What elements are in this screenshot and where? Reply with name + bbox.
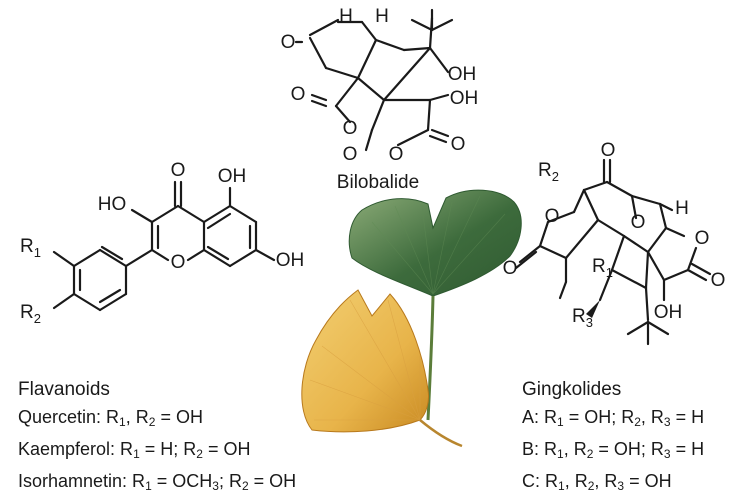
bilobalide-atom-h2: O	[343, 144, 358, 165]
bilobalide-atom-o4: O	[389, 144, 404, 165]
ginkgolide-legend-row: C: R1, R2, R3 = OH	[522, 471, 672, 493]
ginkgolide-structure: R2 O H O O O O O R1 R3 OH	[503, 140, 726, 346]
ginkgolide-atom-r3: R3	[572, 306, 593, 330]
flavonoid-atom-o-ketone: O	[171, 160, 186, 181]
ginkgolide-legend-title: Gingkolides	[522, 379, 622, 400]
flavonoid-atom-oh7: OH	[276, 250, 305, 271]
ginkgolide-atom-o-left: O	[503, 258, 518, 279]
bilobalide-atom-o2: O	[291, 84, 306, 105]
bilobalide-atom-h1: H	[375, 6, 389, 27]
ginkgolide-atom-o-c: O	[695, 228, 710, 249]
bilobalide-atom-oh1: OH	[448, 64, 477, 85]
ginkgolide-atom-o-right: O	[711, 270, 726, 291]
bilobalide-atom-o3: O	[343, 118, 358, 139]
bilobalide-caption: Bilobalide	[337, 172, 419, 193]
flavonoid-atom-oh5: OH	[218, 166, 247, 187]
flavonoid-atom-r2: R2	[20, 302, 41, 326]
ginkgolide-atom-h: H	[675, 198, 689, 219]
ginkgolide-wedge-bond	[586, 300, 600, 318]
yellow-ginkgo-leaf	[301, 289, 429, 433]
ginkgolide-legend: Gingkolides A: R1 = OH; R2, R3 = H B: R1…	[522, 376, 704, 500]
bilobalide-atom-h-top: H	[339, 6, 353, 27]
ginkgo-leaves-illustration	[301, 189, 522, 448]
flavonoid-legend: Flavanoids Quercetin: R1, R2 = OH Kaempf…	[18, 376, 296, 500]
bilobalide-atom-o-ketone: O	[281, 32, 296, 53]
ginkgolide-atom-r1: R1	[592, 256, 613, 280]
ginkgolide-legend-row: A: R1 = OH; R2, R3 = H	[522, 407, 705, 429]
flavonoid-legend-title: Flavanoids	[18, 379, 110, 400]
flavonoid-legend-row: Quercetin: R1, R2 = OH	[18, 407, 203, 429]
flavonoid-atom-r1: R1	[20, 236, 41, 260]
ginkgolide-atom-o-a: O	[545, 206, 560, 227]
ginkgolide-legend-row: B: R1, R2 = OH; R3 = H	[522, 439, 705, 461]
flavonoid-structure: O OH HO O OH R1 R2	[20, 160, 304, 326]
green-ginkgo-leaf	[348, 189, 522, 297]
bilobalide-atom-oh2: OH	[450, 88, 479, 109]
bilobalide-structure: O H H OH OH O O O O O Bilobalide	[281, 6, 479, 193]
ginkgolide-atom-r2: R2	[538, 160, 559, 184]
bilobalide-atom-o5: O	[451, 134, 466, 155]
green-leaf-stem	[426, 295, 435, 421]
flavonoid-legend-row: Isorhamnetin: R1 = OCH3; R2 = OH	[18, 471, 297, 493]
ginkgolide-atom-oh: OH	[654, 302, 683, 323]
ginkgolide-atom-o-top: O	[601, 140, 616, 161]
flavonoid-atom-ho3: HO	[98, 194, 127, 215]
flavonoid-legend-row: Kaempferol: R1 = H; R2 = OH	[18, 439, 251, 461]
yellow-leaf-stem	[419, 419, 463, 448]
flavonoid-atom-o-ring: O	[171, 252, 186, 273]
ginkgolide-atom-o-b: O	[631, 212, 646, 233]
